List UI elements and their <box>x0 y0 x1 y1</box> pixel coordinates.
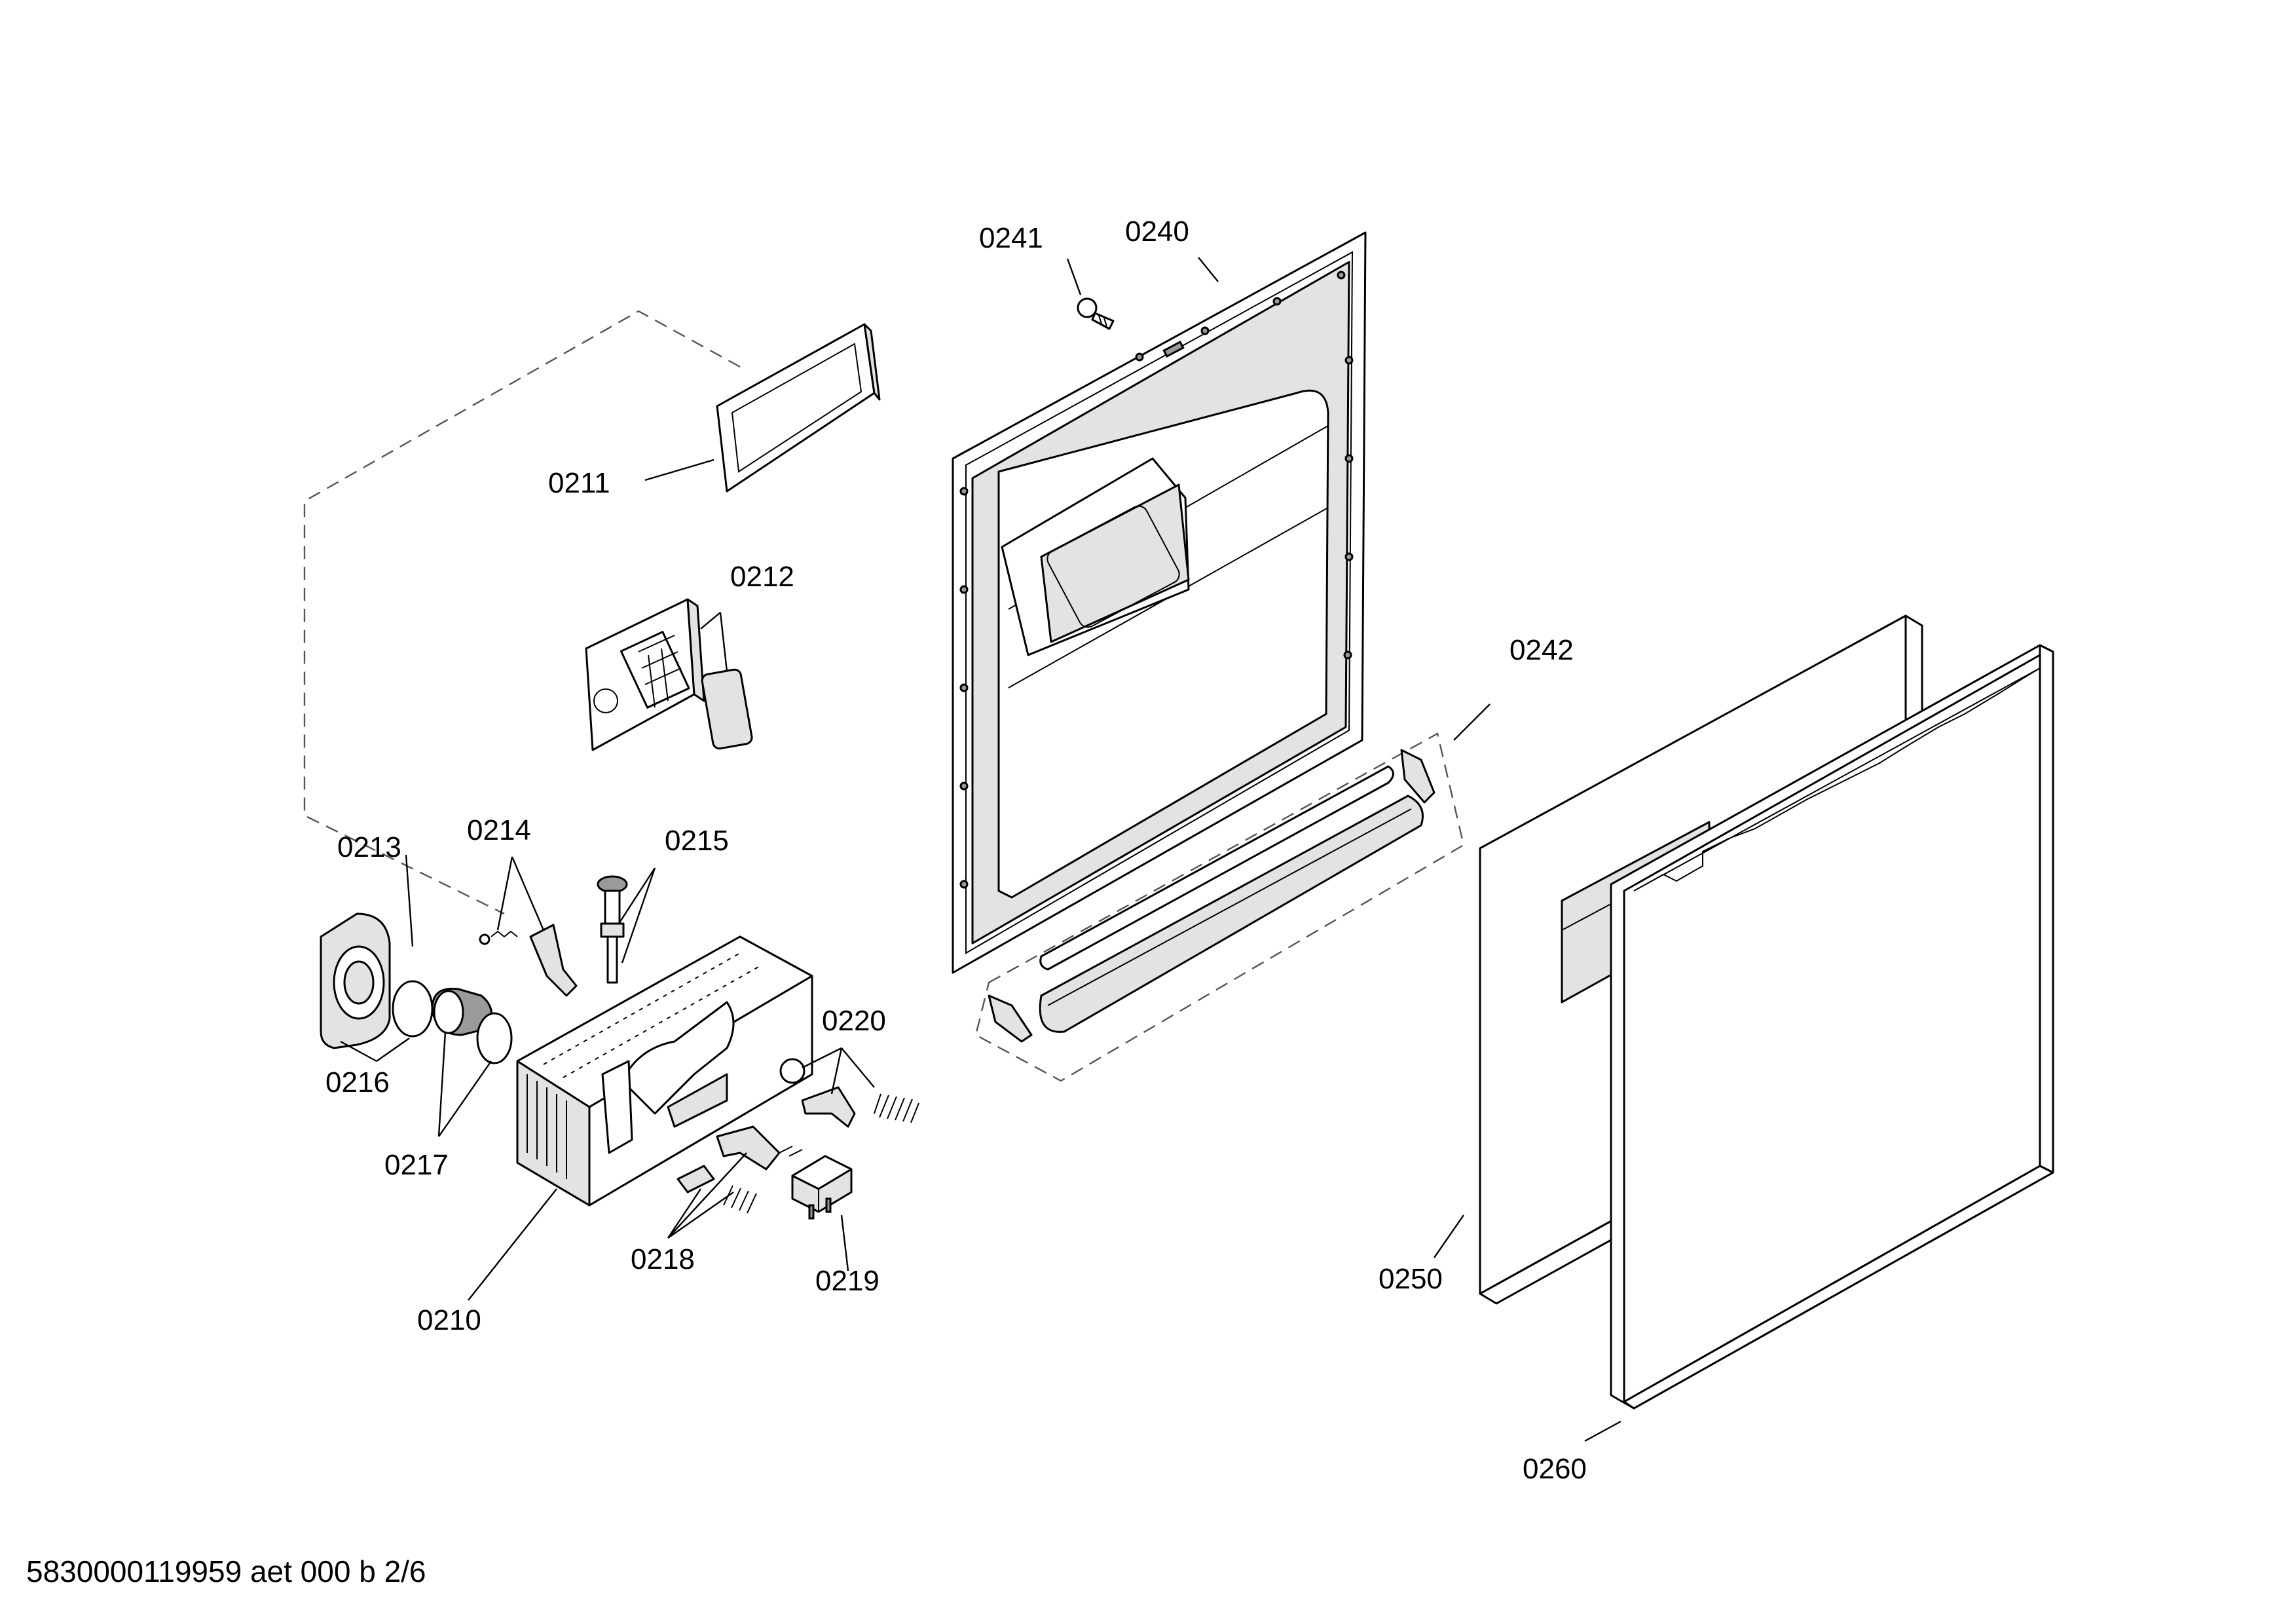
label-0213: 0213 <box>337 831 401 863</box>
leader-lines <box>340 257 1621 1442</box>
label-0250: 0250 <box>1379 1263 1443 1295</box>
label-0216: 0216 <box>325 1066 390 1098</box>
dispenser-cover <box>320 912 391 1049</box>
float-pin <box>597 875 628 984</box>
lever-part <box>529 924 578 997</box>
spring-part <box>479 930 518 945</box>
sealing-ring-small <box>392 980 434 1038</box>
dispenser-housing <box>516 935 813 1207</box>
rotary-knob <box>431 987 493 1036</box>
label-0212: 0212 <box>730 561 794 593</box>
door-rim-holes <box>959 271 1354 889</box>
sealing-ring-large <box>476 1012 513 1064</box>
inner-door-panel <box>952 231 1367 974</box>
label-0211: 0211 <box>548 467 610 499</box>
label-0242: 0242 <box>1509 634 1574 666</box>
dispenser-frame <box>585 598 705 751</box>
spring-lower <box>723 1185 757 1214</box>
clip-part <box>676 1165 715 1193</box>
label-0241: 0241 <box>979 222 1043 254</box>
cam-lever <box>801 1086 856 1128</box>
label-0215: 0215 <box>665 825 729 857</box>
part-labels: 0240 0241 0211 0212 0242 0213 0214 0215 … <box>325 216 1587 1485</box>
label-0220: 0220 <box>822 1005 886 1037</box>
microswitch <box>791 1155 853 1220</box>
document-reference: 5830000119959 aet 000 b 2/6 <box>26 1554 426 1588</box>
detergent-group-outline <box>303 310 741 915</box>
label-0217: 0217 <box>384 1149 449 1181</box>
dispenser-seal <box>701 668 753 750</box>
label-0260: 0260 <box>1523 1453 1587 1485</box>
label-0214: 0214 <box>467 814 531 846</box>
door-trim-strips <box>1039 765 1424 1033</box>
label-0240: 0240 <box>1125 216 1189 248</box>
hinge-bracket-right <box>1400 749 1435 804</box>
hinge-bracket-left <box>988 994 1033 1043</box>
hinge-group-outline <box>974 732 1465 1082</box>
slider-part <box>716 1125 803 1171</box>
label-0210: 0210 <box>417 1304 481 1336</box>
spring-right <box>874 1093 919 1123</box>
label-0218: 0218 <box>631 1243 695 1275</box>
front-door-panel <box>1610 644 2054 1410</box>
door-screw <box>1077 297 1115 330</box>
label-0219: 0219 <box>815 1265 880 1297</box>
ball-part <box>779 1058 805 1084</box>
gasket-frame <box>716 323 881 493</box>
